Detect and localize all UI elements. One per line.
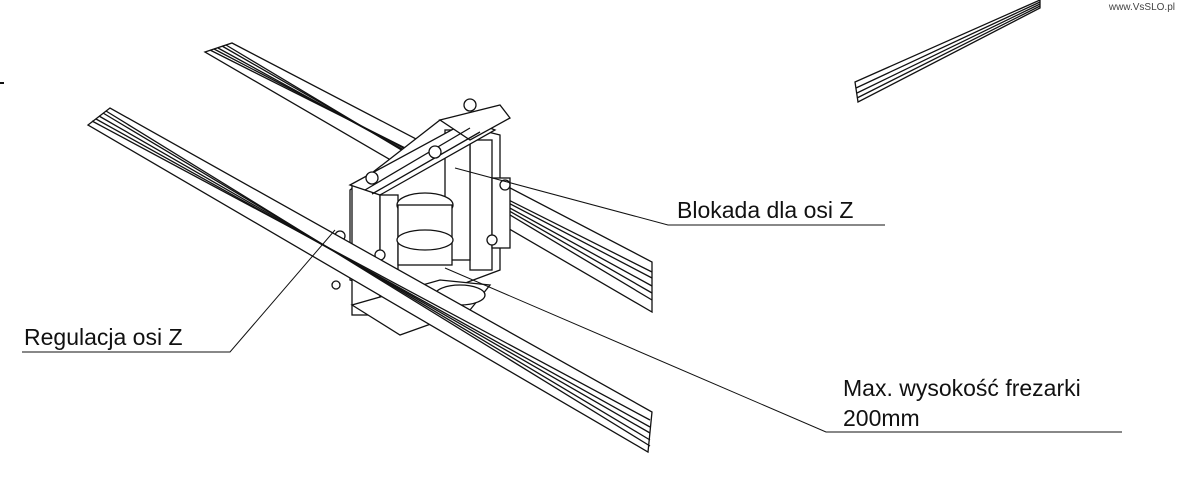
leader-lines: [22, 167, 1122, 433]
spare-rail: [854, 0, 1041, 103]
watermark: www.VsSLO.pl: [1108, 2, 1175, 13]
label-z-lock: Blokada dla osi Z: [677, 197, 854, 223]
front-rail: [86, 107, 653, 454]
label-z-adjust: Regulacja osi Z: [24, 324, 183, 350]
label-max-height-value: 200mm: [843, 405, 920, 431]
label-max-height: Max. wysokość frezarki: [843, 375, 1081, 401]
